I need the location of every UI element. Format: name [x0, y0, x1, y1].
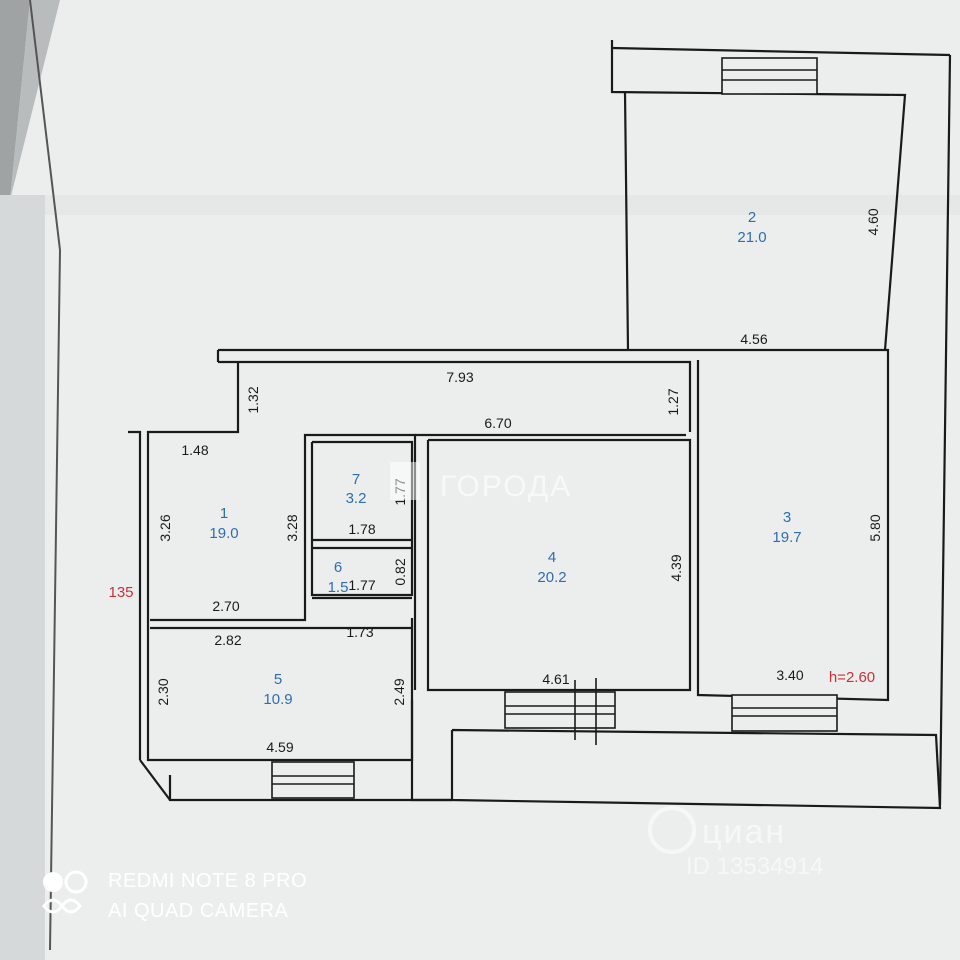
- dim-4-60: 4.60: [865, 208, 881, 235]
- dim-1-48: 1.48: [181, 442, 208, 458]
- camera-stamp-line1: REDMI NOTE 8 PRO: [108, 870, 307, 892]
- dim-2-70: 2.70: [212, 598, 239, 614]
- dim-3-26: 3.26: [157, 514, 173, 541]
- paper-sheet: [10, 0, 960, 960]
- dim-7-93: 7.93: [446, 369, 473, 385]
- room-7-number: 7: [352, 471, 360, 488]
- dim-3-40: 3.40: [776, 667, 803, 683]
- camera-logo-icon: [43, 872, 63, 892]
- watermark-cian: циан: [702, 813, 786, 851]
- dim-1-73: 1.73: [346, 624, 373, 640]
- watermark-gorod: ГОРОДА: [440, 470, 572, 503]
- room-1-area: 19.0: [209, 525, 238, 542]
- room-6-area: 1.5: [328, 579, 349, 596]
- dim-1-77-b: 1.77: [348, 577, 375, 593]
- paper-edge-left: [0, 195, 45, 960]
- dim-2-49: 2.49: [391, 678, 407, 705]
- camera-stamp-line2: AI QUAD CAMERA: [108, 900, 289, 922]
- dim-4-56: 4.56: [740, 331, 767, 347]
- room-5-number: 5: [274, 671, 282, 688]
- room-2-number: 2: [748, 209, 756, 226]
- room-labels: 1 19.0 2 21.0 3 19.7 4 20.2 5 10.9 6 1.5…: [209, 209, 801, 708]
- dim-2-82: 2.82: [214, 632, 241, 648]
- window-balcony: [721, 57, 818, 95]
- dim-4-61: 4.61: [542, 671, 569, 687]
- walls: [128, 40, 952, 810]
- dim-4-59: 4.59: [266, 739, 293, 755]
- plan-frame-left: [49, 249, 61, 951]
- watermark-cian-id: ID 13534914: [686, 853, 823, 880]
- window-room-3: [731, 694, 838, 732]
- room-4-area: 20.2: [537, 569, 566, 586]
- dim-6-70: 6.70: [484, 415, 511, 431]
- room-4-number: 4: [548, 549, 556, 566]
- red-mark-135: 135: [108, 584, 133, 601]
- dim-5-80: 5.80: [867, 514, 883, 541]
- window-room-4: [504, 691, 616, 729]
- room-6-number: 6: [334, 559, 342, 576]
- dim-1-27: 1.27: [665, 388, 681, 415]
- room-3-number: 3: [783, 509, 791, 526]
- plan-frame-fold: [29, 0, 61, 251]
- gorod-logo-icon: [390, 462, 420, 500]
- ceiling-height-label: h=2.60: [829, 669, 875, 686]
- dim-1-78: 1.78: [348, 521, 375, 537]
- dim-2-30: 2.30: [155, 678, 171, 705]
- paper-fold-line: [0, 195, 960, 215]
- room-3-area: 19.7: [772, 529, 801, 546]
- paper-fold-shadow: [10, 0, 60, 200]
- dim-3-28: 3.28: [284, 514, 300, 541]
- dim-0-82: 0.82: [392, 558, 408, 585]
- window-room-5: [271, 761, 355, 799]
- room-7-area: 3.2: [346, 490, 367, 507]
- windows: [271, 57, 838, 799]
- camera-stamp: REDMI NOTE 8 PRO AI QUAD CAMERA: [42, 870, 307, 922]
- room-5-area: 10.9: [263, 691, 292, 708]
- dim-1-32: 1.32: [245, 386, 261, 413]
- watermarks: ГОРОДА циан ID 13534914: [390, 462, 823, 880]
- cian-logo-icon: [648, 806, 696, 854]
- dim-4-39: 4.39: [668, 554, 684, 581]
- room-1-number: 1: [220, 505, 228, 522]
- room-2-area: 21.0: [737, 229, 766, 246]
